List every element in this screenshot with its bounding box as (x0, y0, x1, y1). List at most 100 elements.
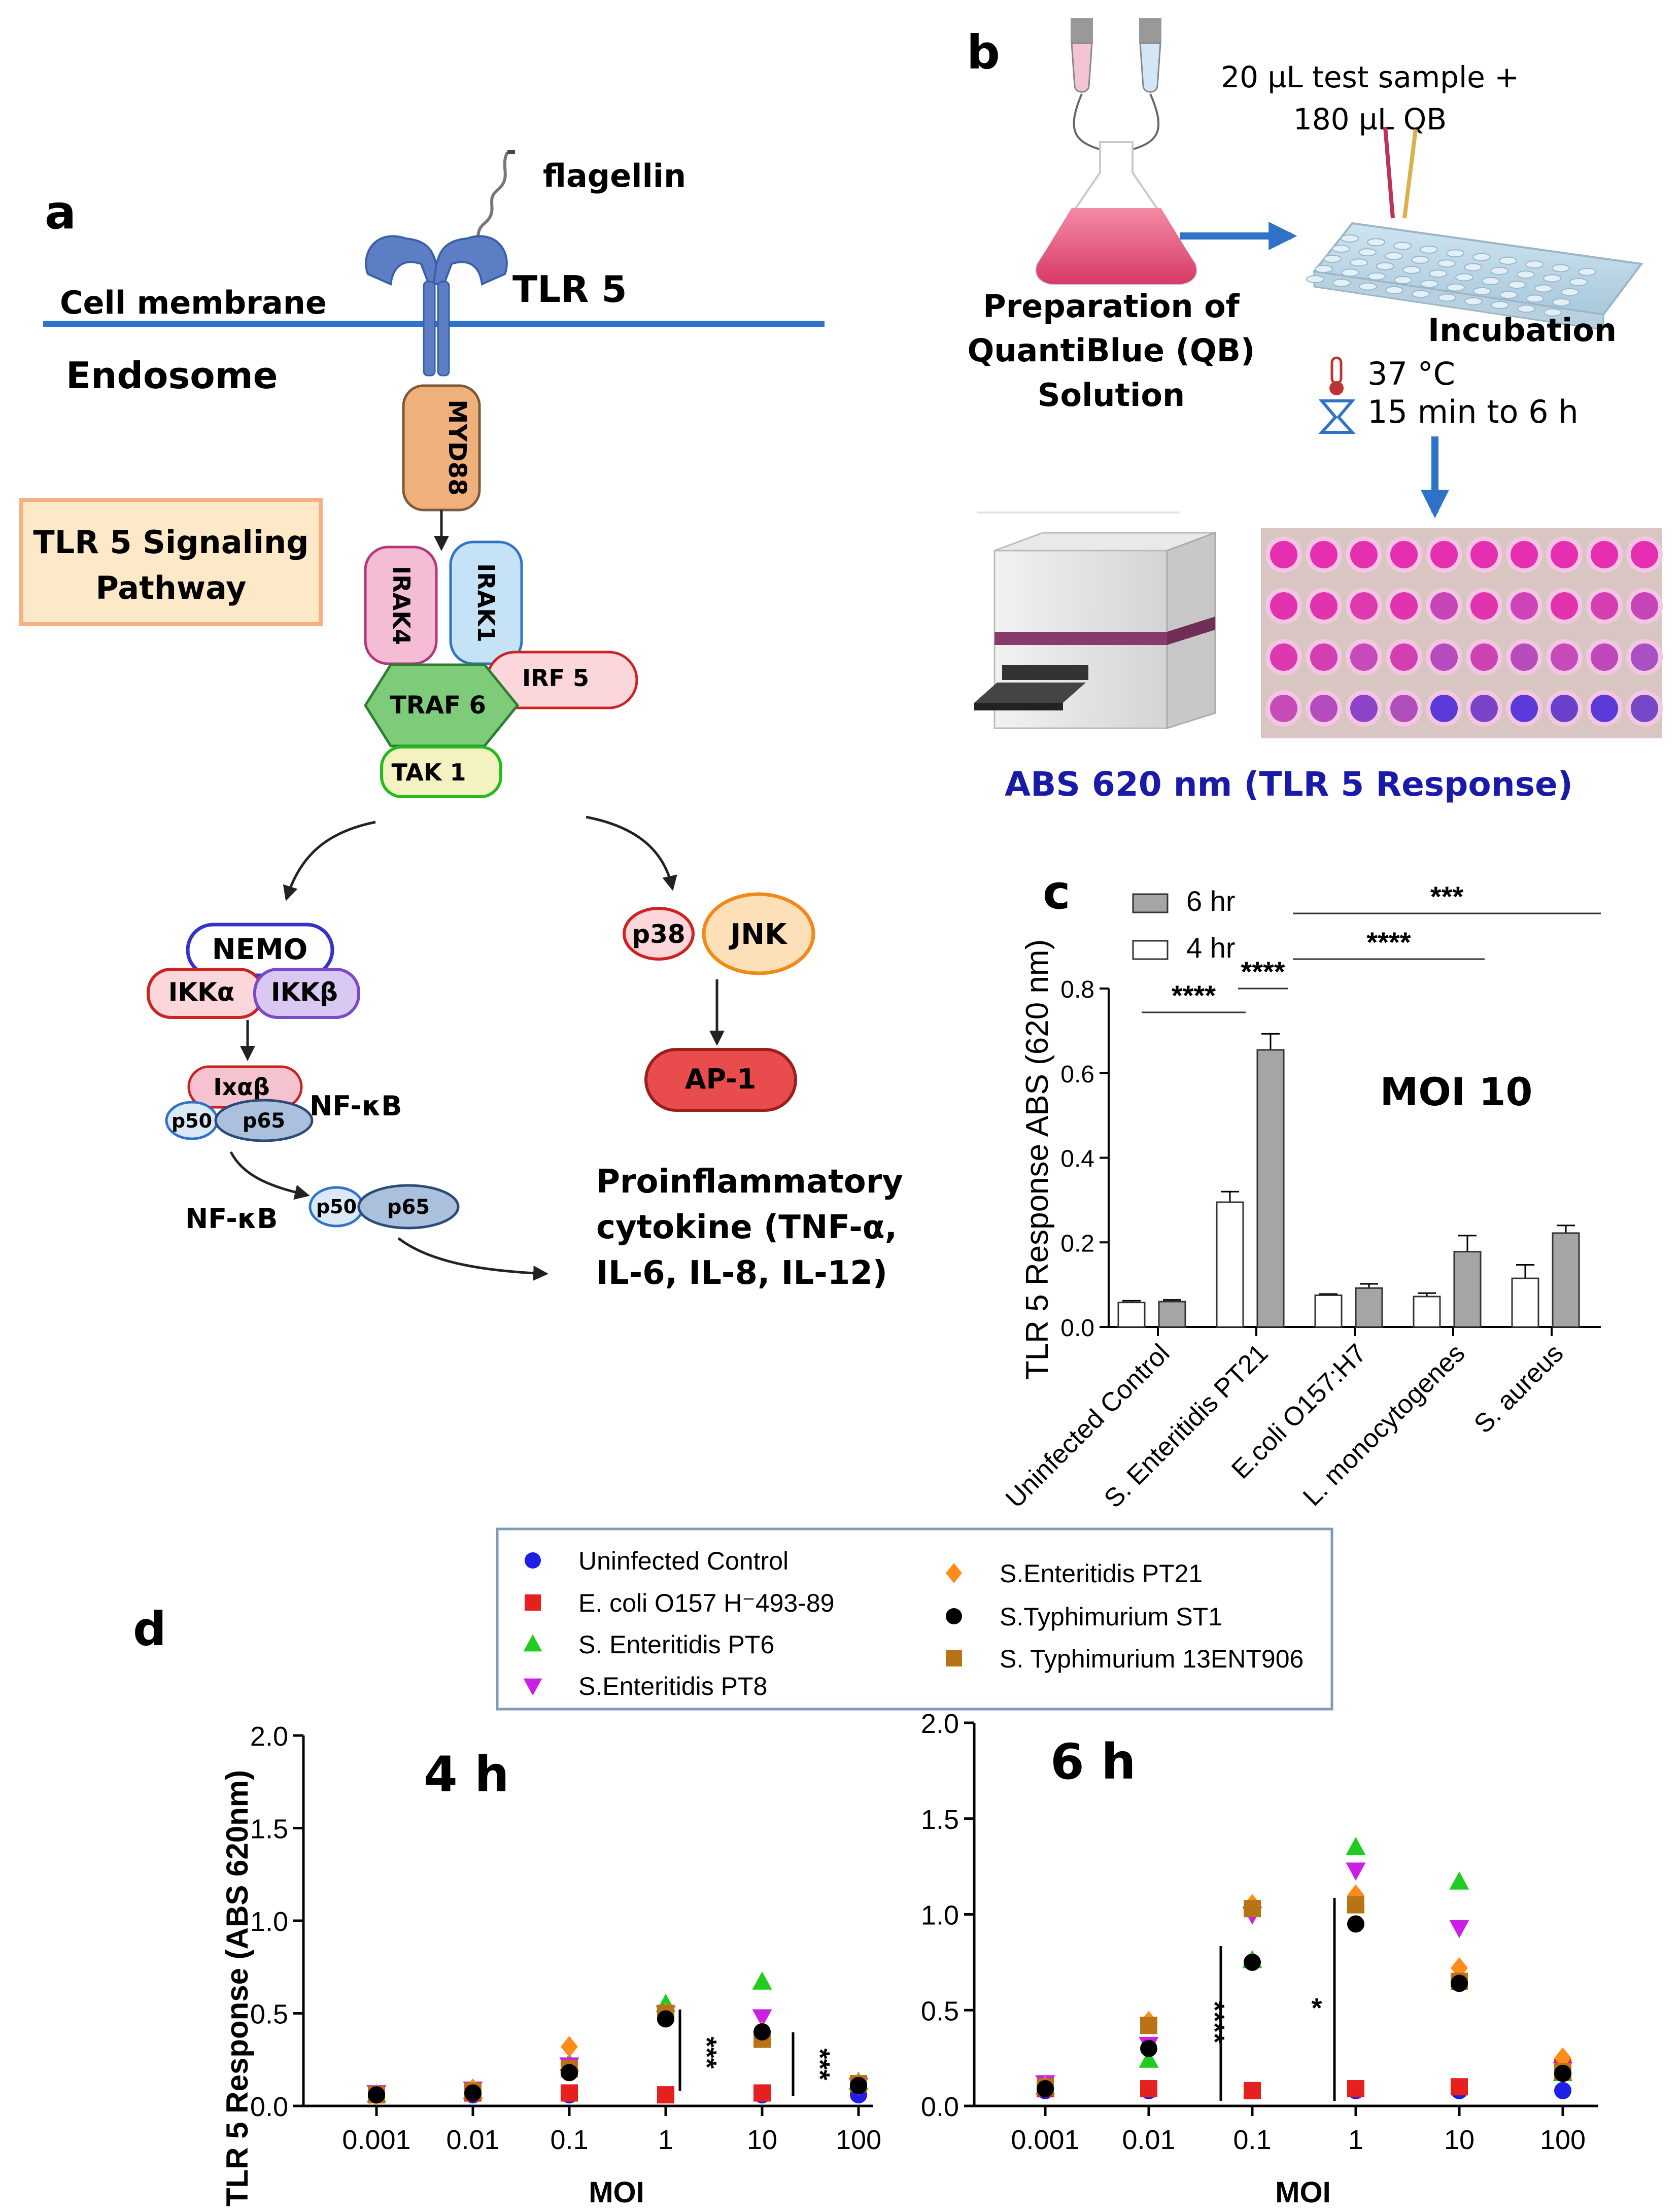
photo-well (1310, 695, 1338, 722)
chart-d-point (752, 1971, 772, 1990)
p50-label-2: p50 (316, 1196, 357, 1218)
photo-well (1470, 592, 1498, 620)
p38-node (623, 907, 695, 961)
plate-well (1552, 264, 1570, 273)
chart-c-ylabel: TLR 5 Response ABS (620 nm) (1020, 939, 1055, 1380)
chart-d1-sig-label: *** (805, 2048, 835, 2080)
photo-well (1631, 643, 1658, 671)
legend-d-label: S.Enteritidis PT8 (578, 1672, 767, 1700)
panel-b: b Preparation of QuantiBlue (QB) Solutio… (967, 18, 1663, 804)
photo-well (1390, 541, 1418, 568)
cytokine-line2: cytokine (TNF-α, (596, 1209, 897, 1246)
plate-well (1420, 245, 1438, 254)
traf6-label: TRAF 6 (390, 691, 486, 720)
plate-well (1332, 279, 1351, 287)
plate-icon (1306, 126, 1643, 331)
plate-well (1447, 283, 1465, 292)
chart-d-point (1449, 1920, 1469, 1938)
plate-well (1385, 286, 1403, 294)
tak1-label: TAK 1 (391, 759, 466, 786)
well-plate-photo (1261, 528, 1663, 738)
plate-well (1367, 238, 1385, 247)
chart-d-point (464, 2084, 482, 2102)
photo-well (1511, 592, 1538, 620)
plate-well (1472, 253, 1491, 261)
plate-well (1569, 278, 1588, 286)
photo-well (1350, 541, 1378, 568)
chart-d-point (752, 2009, 772, 2028)
photo-well (1591, 643, 1618, 671)
chart-d-xtick-label: 100 (1540, 2125, 1586, 2155)
plate-well (1517, 270, 1535, 279)
chart-c-sig-label: **** (1241, 956, 1285, 988)
hourglass-icon (1318, 399, 1356, 434)
chart-d-point (1244, 2082, 1261, 2099)
chart-c-bar (1453, 1251, 1482, 1328)
time-label: 15 min to 6 h (1367, 393, 1579, 430)
legend-d-label: E. coli O157 H⁻493-89 (578, 1589, 834, 1617)
flask-icon (1035, 18, 1197, 285)
photo-well (1551, 643, 1578, 671)
jnk-label: JNK (728, 918, 788, 951)
p65-node-1 (214, 1099, 314, 1142)
chart-d-ytick-label: 0.0 (250, 2092, 288, 2122)
cytokine-arrow (397, 1237, 548, 1281)
chart-d-xtick-label: 0.001 (1011, 2125, 1079, 2155)
cell-membrane-label: Cell membrane (60, 284, 327, 321)
plate-well (1341, 234, 1359, 243)
chart-c-bar (1552, 1232, 1580, 1328)
photo-well (1270, 541, 1297, 568)
cytokine-line3: IL-6, IL-8, IL-12) (596, 1254, 887, 1292)
chart-d-point (1244, 1900, 1261, 1918)
chart-d-point (657, 2010, 674, 2028)
legend-d-marker (525, 1594, 541, 1611)
chart-d-point (753, 2084, 771, 2102)
plate-well (1464, 297, 1483, 305)
plate-well (1306, 275, 1324, 283)
plate-well (1385, 252, 1403, 260)
panel-c-letter: c (1043, 865, 1071, 920)
ixab-label: Ixαβ (213, 1073, 269, 1101)
chart-d-point (657, 2086, 674, 2104)
chart-d-point (1347, 1915, 1364, 1933)
irak4-label: IRAK4 (388, 566, 415, 645)
chart-d-point (561, 2084, 578, 2102)
chart-d1-ylabel: TLR 5 Response (ABS 620nm) (220, 1770, 254, 2206)
plate-well (1491, 301, 1509, 310)
panel-a-letter: a (45, 185, 76, 240)
plate-well (1350, 258, 1368, 267)
chart-c-bar (1117, 1302, 1146, 1328)
photo-well (1350, 695, 1378, 722)
plate-well (1376, 262, 1394, 270)
photo-well (1591, 541, 1618, 568)
chart-d2-xlabel: MOI (1275, 2176, 1331, 2209)
chart-d-point (1347, 2080, 1364, 2098)
photo-well (1270, 695, 1297, 722)
plate-well (1490, 266, 1508, 275)
moi-label: MOI 10 (1380, 1069, 1533, 1114)
pathway-box (19, 498, 323, 626)
photo-well (1511, 643, 1538, 671)
legend-c-swatch-6hr (1132, 893, 1169, 913)
chart-d2-title: 6 h (1050, 1733, 1136, 1790)
chart-d-point (1451, 1975, 1468, 1992)
photo-well (1551, 541, 1578, 568)
chart-d-ytick-label: 1.0 (250, 1907, 288, 1937)
legend-d-label: Uninfected Control (578, 1547, 788, 1575)
photo-well (1551, 695, 1578, 722)
legend-d-marker (946, 1608, 962, 1624)
chart-d-xtick-label: 10 (1444, 2125, 1475, 2155)
chart-d-ytick-label: 0.0 (921, 2092, 959, 2122)
prep-line2: QuantiBlue (QB) (968, 332, 1255, 369)
p50-label-1: p50 (172, 1110, 212, 1132)
chart-d-point (561, 2035, 578, 2058)
chart-c-ytick-label: 0.8 (1060, 976, 1094, 1003)
chart-d-point (561, 2064, 578, 2082)
chart-d-point (1449, 1871, 1469, 1890)
p38-label: p38 (632, 920, 685, 949)
chart-d-xtick-label: 1 (658, 2125, 673, 2155)
ap1-node (644, 1048, 797, 1112)
